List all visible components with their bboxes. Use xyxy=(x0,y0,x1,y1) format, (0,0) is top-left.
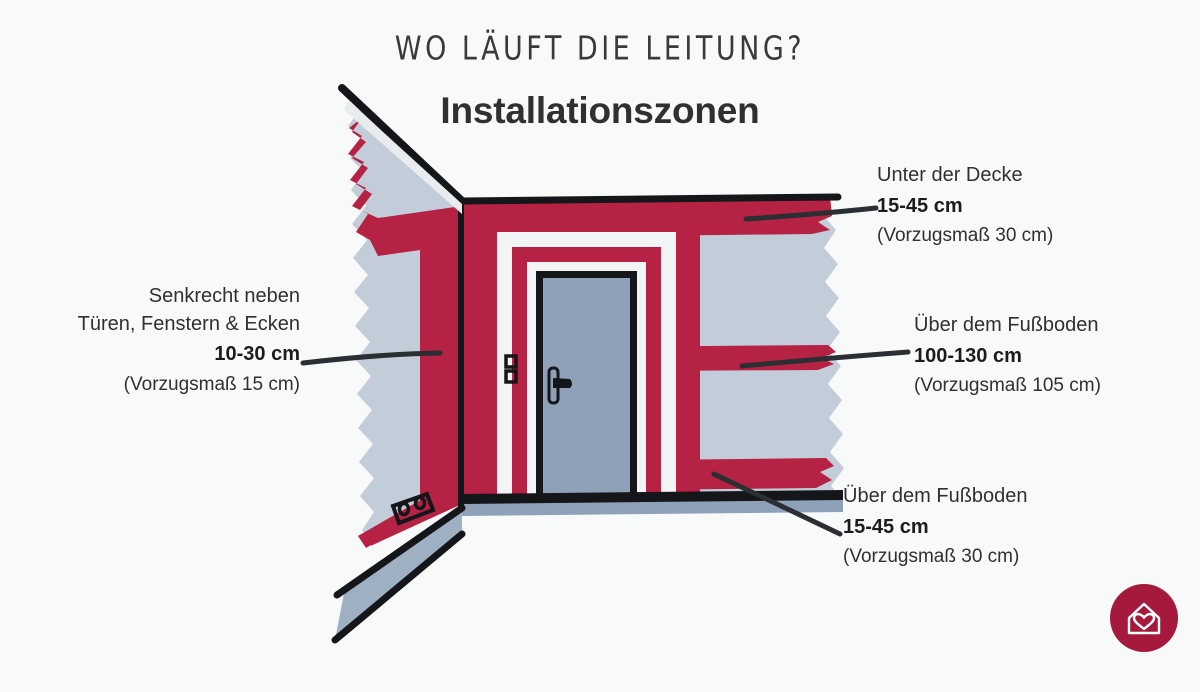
zone-band-ceiling xyxy=(462,196,832,238)
callout-note: (Vorzugsmaß 30 cm) xyxy=(877,225,1054,247)
zone-band-left-floor-2 xyxy=(358,482,460,548)
callout-title-line2: Türen, Fenstern & Ecken xyxy=(77,312,300,335)
door-panel xyxy=(543,278,630,502)
leader-line-ceiling xyxy=(743,205,879,222)
leader-line-floor xyxy=(711,471,843,537)
floor xyxy=(340,500,843,640)
callout-note: (Vorzugsmaß 30 cm) xyxy=(843,546,1020,568)
kicker-text: WO LÄUFT DIE LEITUNG? xyxy=(394,30,806,68)
callout-value: 15-45 cm xyxy=(877,194,963,217)
callout-value: 10-30 cm xyxy=(214,343,300,366)
ceiling-line-back xyxy=(458,193,842,205)
zone-band-left-vertical xyxy=(420,206,462,540)
callout-title: Senkrecht neben xyxy=(148,285,300,307)
skirting-left-line-top xyxy=(333,504,466,599)
callout-title: Über dem Fußboden xyxy=(843,485,1028,507)
callout-title: Über dem Fußboden xyxy=(914,314,1099,336)
wall-socket-icon xyxy=(390,491,436,526)
callout-ueber-fussboden-15: Über dem Fußboden 15-45 cm (Vorzugsmaß 3… xyxy=(843,483,1028,570)
callout-ueber-fussboden-100: Über dem Fußboden 100-130 cm (Vorzugsmaß… xyxy=(914,312,1101,399)
house-heart-logo[interactable] xyxy=(1110,584,1178,652)
door-handle xyxy=(553,378,572,388)
zone-band-door-frame xyxy=(512,247,661,502)
skirting-left xyxy=(335,506,462,640)
leader-line-left xyxy=(300,350,443,366)
page-title: Installationszonen xyxy=(440,90,760,131)
callout-unter-der-decke: Unter der Decke 15-45 cm (Vorzugsmaß 30 … xyxy=(877,162,1053,249)
ceiling-highlight xyxy=(344,100,462,214)
light-switch-icon xyxy=(504,354,518,384)
callout-senkrecht: Senkrecht neben Türen, Fenstern & Ecken … xyxy=(0,283,300,398)
callout-note: (Vorzugsmaß 15 cm) xyxy=(123,373,300,395)
ceiling-line-left xyxy=(338,84,466,205)
callout-value: 100-130 cm xyxy=(914,344,1022,367)
callout-note: (Vorzugsmaß 105 cm) xyxy=(914,375,1101,397)
callout-value: 15-45 cm xyxy=(843,515,929,538)
skirting-back-line xyxy=(462,490,843,504)
leader-line-mid xyxy=(739,349,911,369)
callout-title: Unter der Decke xyxy=(877,164,1023,186)
house-heart-icon xyxy=(1127,602,1161,635)
skirting-left-line-bottom xyxy=(331,530,466,644)
